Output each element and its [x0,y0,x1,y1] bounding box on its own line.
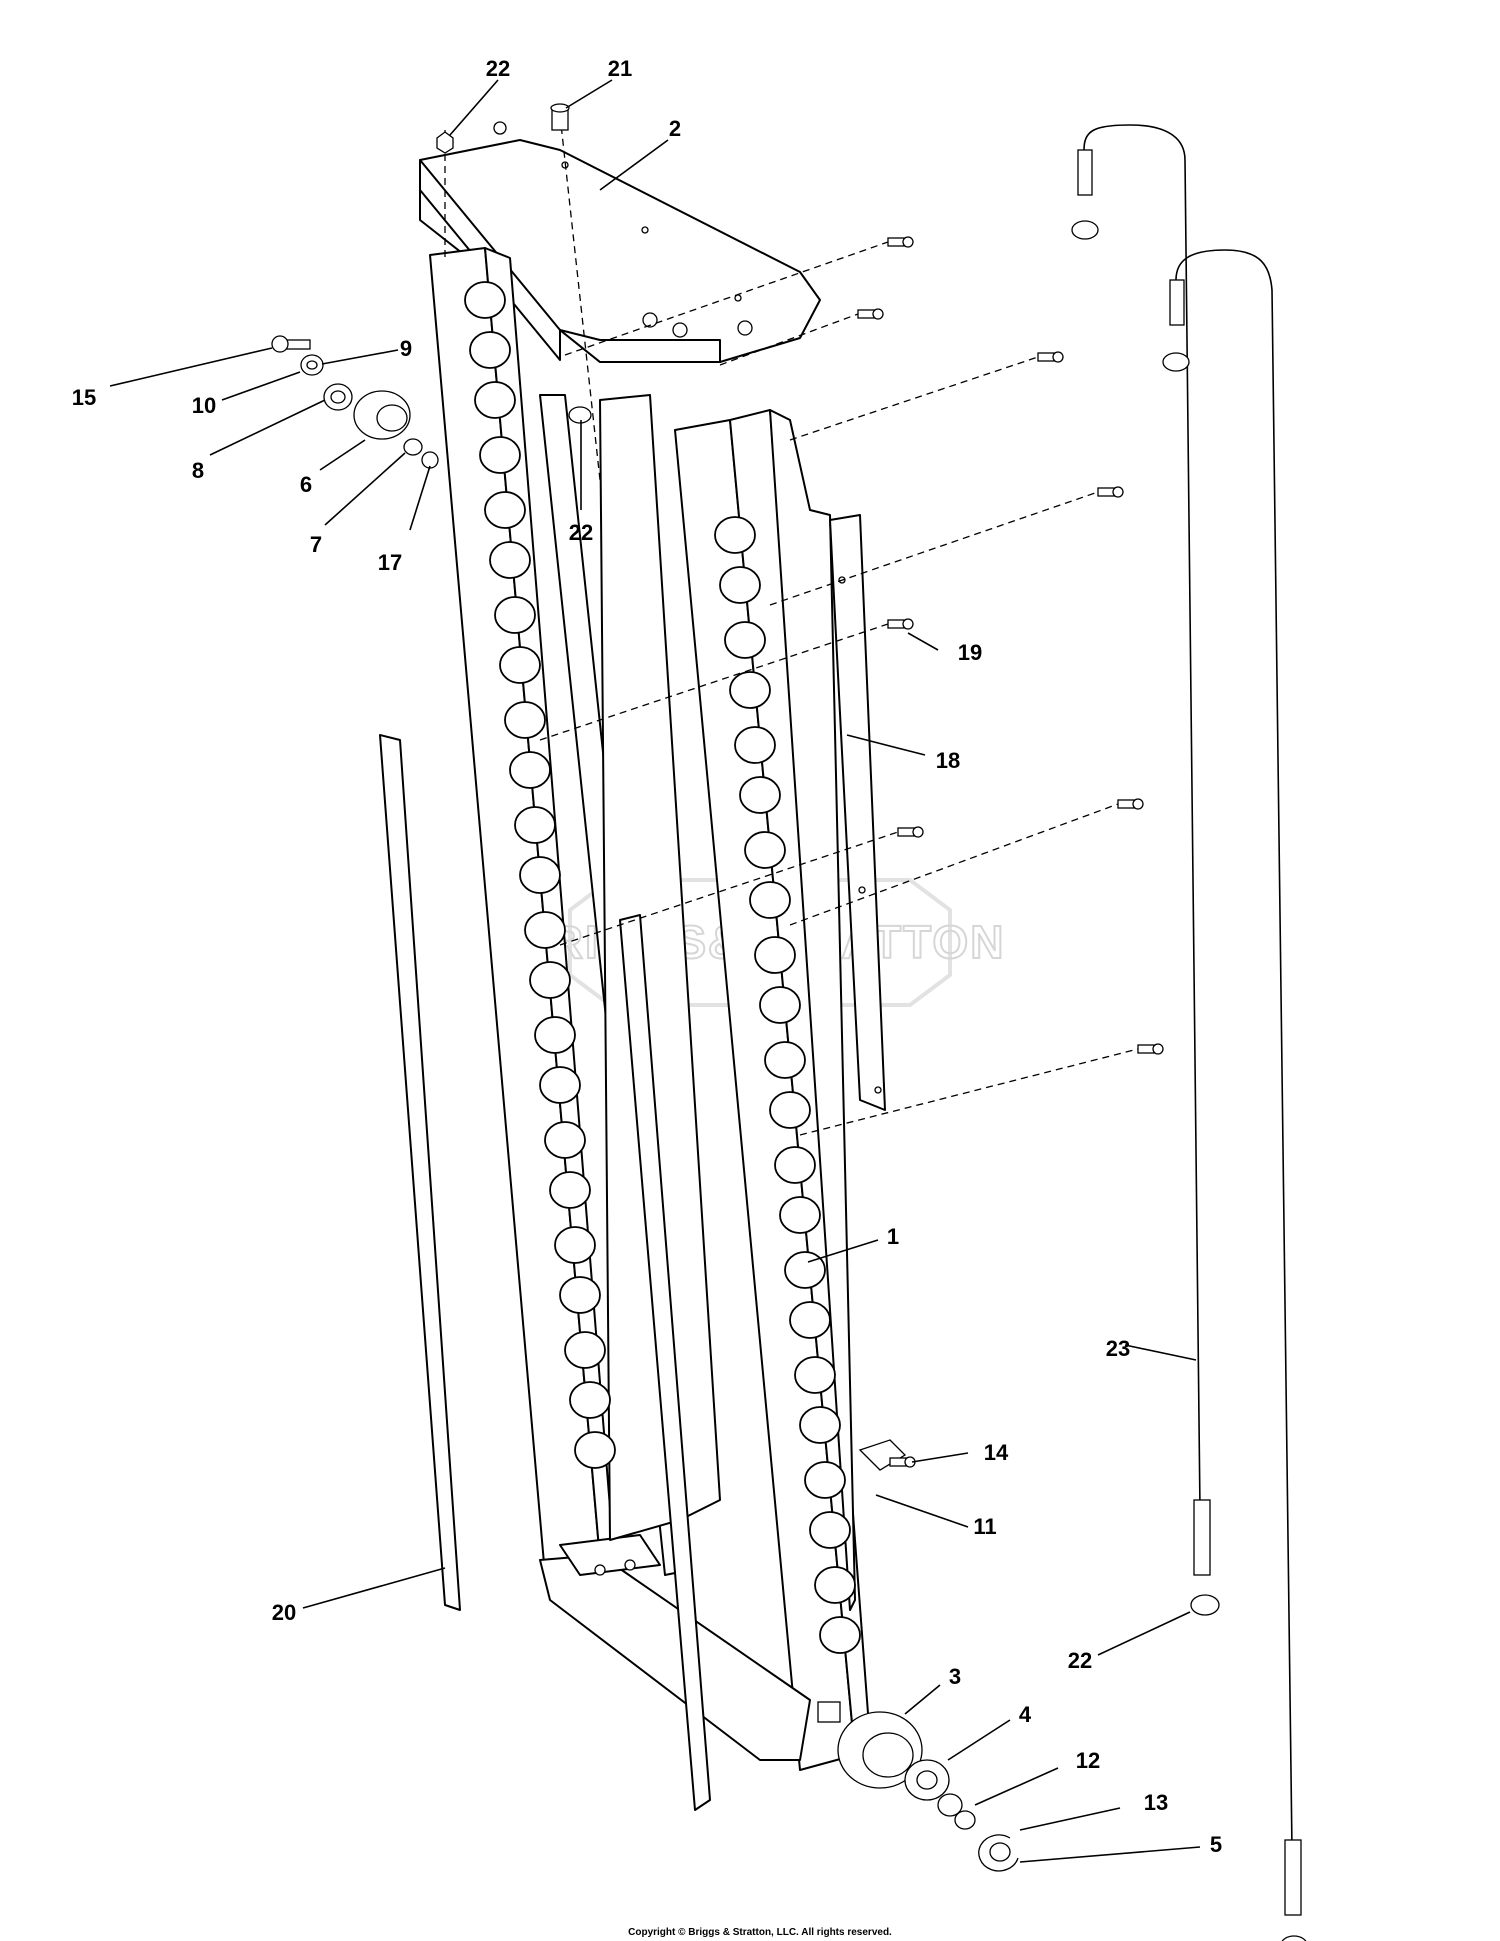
rods [1071,124,1307,1941]
callout-15: 15 [72,385,96,410]
callout-22-bottom: 22 [1068,1648,1092,1673]
left-holes [464,281,616,1469]
inner-plate [599,394,721,1541]
callout-5: 5 [1210,1832,1222,1857]
right-holes [714,516,861,1654]
callout-23: 23 [1106,1336,1130,1361]
callout-21: 21 [608,56,632,81]
callout-11: 11 [973,1514,996,1539]
callout-7: 7 [310,532,322,557]
top-hardware [436,103,592,424]
lower-hardware [858,1439,916,1471]
bottom-bearings [817,1701,1019,1872]
callout-18: 18 [936,748,960,773]
callout-22-mid: 22 [569,520,593,545]
assembly-lines [444,114,1139,1136]
bottom-frame [539,1534,811,1761]
screws [857,236,1164,1055]
lower-strip [619,914,711,1811]
leader-lines [109,79,1201,1863]
callout-1: 1 [887,1224,899,1249]
callout-14: 14 [984,1440,1009,1465]
callout-2: 2 [669,116,681,141]
callout-12: 12 [1076,1748,1100,1773]
callout-10: 10 [192,393,216,418]
callout-13: 13 [1144,1790,1168,1815]
callouts: 22 21 2 9 15 10 8 6 7 17 22 19 18 1 23 1… [72,56,1222,1857]
callout-22-top: 22 [486,56,510,81]
callout-3: 3 [949,1664,961,1689]
callout-17: 17 [378,550,402,575]
callout-4: 4 [1019,1702,1032,1727]
left-hardware [271,335,439,469]
callout-6: 6 [300,472,312,497]
callout-8: 8 [192,458,204,483]
side-plate [829,514,886,1111]
copyright-notice: Copyright © Briggs & Stratton, LLC. All … [628,1927,892,1938]
callout-9: 9 [400,336,412,361]
strip [379,734,461,1611]
callout-19: 19 [958,640,982,665]
callout-20: 20 [272,1600,296,1625]
